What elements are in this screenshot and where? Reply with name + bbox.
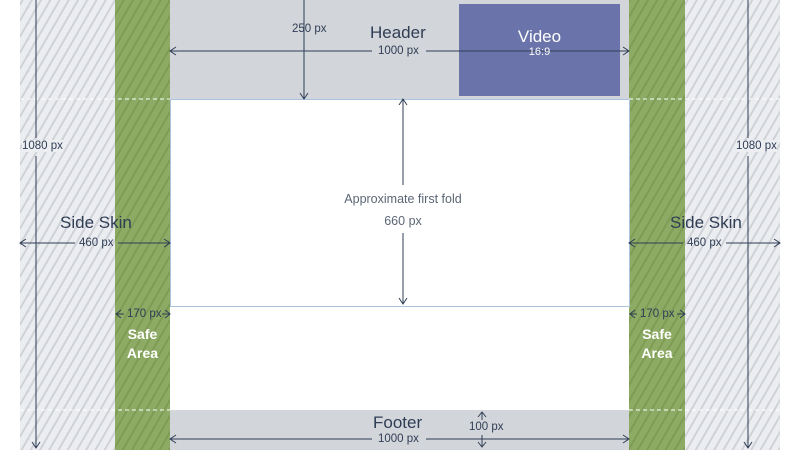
left-side-skin-title: Side Skin xyxy=(60,213,132,232)
video-ratio: 16:9 xyxy=(528,46,551,58)
safe-area-left xyxy=(115,0,170,450)
left-side-skin-width: 460 px xyxy=(79,237,114,249)
header-title: Header xyxy=(370,23,426,42)
left-safe-area-label-line2: Area xyxy=(126,345,159,361)
first-fold-area xyxy=(170,99,630,307)
safe-area-right xyxy=(629,0,685,450)
header-height-label: 250 px xyxy=(292,23,327,35)
footer-area xyxy=(170,410,629,450)
right-safe-area-width: 170 px xyxy=(640,308,675,320)
side-skin-right xyxy=(685,0,780,450)
header-width-label: 1000 px xyxy=(378,45,419,57)
right-side-skin-title: Side Skin xyxy=(670,213,742,232)
left-safe-area-label-line1: Safe xyxy=(127,326,158,342)
left-height-label: 1080 px xyxy=(22,140,63,152)
right-safe-area-label-line2: Area xyxy=(641,345,673,361)
video-box xyxy=(459,4,620,96)
left-safe-area-width: 170 px xyxy=(127,308,162,320)
video-title: Video xyxy=(517,27,562,46)
right-side-skin-width: 460 px xyxy=(687,237,722,249)
first-fold-height-label: 660 px xyxy=(384,214,422,228)
footer-width-label: 1000 px xyxy=(378,433,419,445)
first-fold-label: Approximate first fold xyxy=(344,192,462,206)
footer-title: Footer xyxy=(373,413,423,432)
right-height-label: 1080 px xyxy=(736,140,777,152)
right-safe-area-label-line1: Safe xyxy=(642,326,672,342)
footer-height-label: 100 px xyxy=(469,421,504,433)
